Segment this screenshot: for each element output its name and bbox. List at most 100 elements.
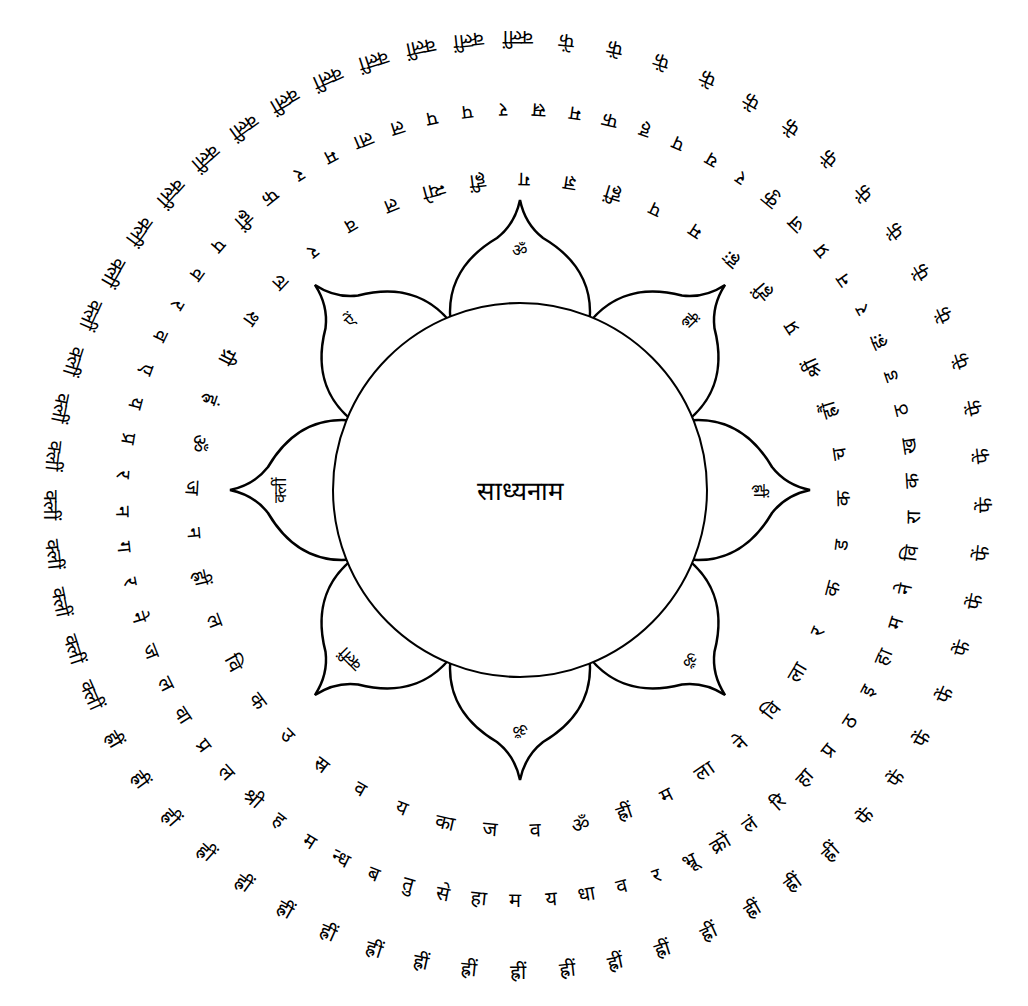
ring-syllable: ने <box>127 609 151 626</box>
ring-syllable: ठ <box>889 402 913 419</box>
ring-syllable: ह्रीं <box>100 726 127 751</box>
ring-syllable: ह्रं <box>199 390 223 408</box>
ring-syllable: हा <box>869 646 895 669</box>
ring-syllable: प <box>208 235 232 258</box>
ring-syllable: म <box>684 220 706 245</box>
ring-syllable: तु <box>400 872 417 896</box>
ring-syllable: क्लीं <box>40 490 62 520</box>
ring-syllable: क्लीं <box>503 27 533 49</box>
ring-syllable: फें <box>697 65 720 91</box>
ring-syllable: ल <box>214 760 240 785</box>
ring-syllable: फें <box>605 36 624 61</box>
ring-syllable: फें <box>962 592 987 611</box>
ring-syllable: ठ <box>836 710 861 732</box>
ring-syllable: क्लीं <box>47 391 75 425</box>
ring-syllable: क्लीं <box>310 62 346 94</box>
ring-syllable: ल <box>202 611 228 632</box>
ring-syllable: प्र <box>816 739 840 761</box>
ring-syllable: म <box>883 614 908 632</box>
ring-syllable: न्यो <box>420 177 448 204</box>
ring-syllable: न <box>830 269 854 291</box>
ring-syllable: प्र <box>809 240 833 263</box>
ring-syllable: ह्रीं <box>363 936 385 962</box>
petal-syllable: ॐ <box>512 240 528 260</box>
ring-syllable: य <box>544 887 558 910</box>
ring-syllable: ह्रः <box>718 246 744 272</box>
ring-syllable: व <box>350 777 370 802</box>
ring-syllable: इ <box>855 680 879 699</box>
petal-syllable: ह्रीं <box>750 484 770 497</box>
ring-syllable: हा <box>470 886 488 909</box>
ring-syllable: न <box>183 527 206 540</box>
ring-syllable: क्लीं <box>153 174 189 211</box>
ring-syllable: र <box>499 99 508 121</box>
ring-syllable: ह्रीं <box>231 869 257 896</box>
ring-syllable: ह्रीं <box>231 207 258 234</box>
ring-syllable: ह्रीं <box>272 896 297 923</box>
ring-syllable: व <box>185 264 209 286</box>
ring-syllable: हा <box>791 764 818 791</box>
ring-syllable: क्लीं <box>75 297 107 333</box>
ring-syllable: ज <box>783 212 809 238</box>
ring-syllable: ह्रीं <box>460 958 478 982</box>
ring-syllable: ल <box>153 673 179 695</box>
ring-syllable: र <box>303 241 323 263</box>
ring-syllable: ह्रीं <box>157 804 184 831</box>
ring-syllable: प <box>646 198 665 223</box>
petal-path <box>660 420 810 560</box>
ring-syllable: र <box>113 470 136 480</box>
ring-syllable: ह्रीं <box>189 568 214 589</box>
ring-syllable: ड <box>829 538 852 552</box>
ring-syllable: क्लीं <box>453 28 485 53</box>
ring-syllable: य <box>392 796 411 821</box>
ring-syllable: ड <box>879 367 903 385</box>
ring-syllable: ह्रीं <box>316 918 340 945</box>
center-circle: साध्यनाम <box>332 302 708 678</box>
ring-syllable: क्लीं <box>187 140 224 176</box>
ring-syllable: फें <box>932 684 958 707</box>
ring-syllable: क्लीं <box>225 109 262 144</box>
ring-syllable: क <box>819 579 844 599</box>
ring-syllable: ह्रीं <box>558 958 576 982</box>
ring-syllable: रा <box>902 510 924 524</box>
center-name: साध्यनाम <box>477 472 564 508</box>
ring-syllable: ह्रीं <box>651 936 673 962</box>
ring-syllable: वि <box>757 696 784 722</box>
ring-syllable: न <box>112 505 134 516</box>
ring-syllable: य <box>124 395 148 412</box>
ring-syllable: ॐ <box>569 812 591 837</box>
petal-path <box>570 540 775 745</box>
petal-path <box>450 630 590 780</box>
petal-syllable: ॐ <box>512 720 528 740</box>
ring-syllable: फें <box>949 350 975 371</box>
ring-syllable: ह्रीं <box>127 767 154 793</box>
ring-syllable: ख <box>896 436 920 455</box>
ring-syllable: प <box>669 132 688 157</box>
ring-syllable: ब <box>365 861 383 885</box>
ring-syllable: भ्रू <box>678 848 700 874</box>
ring-syllable: क्लीं <box>97 253 131 290</box>
ring-syllable: ह्रीं <box>613 799 635 825</box>
ring-syllable: क्लीं <box>59 632 89 667</box>
ring-syllable: ल <box>380 193 401 219</box>
ring-syllable: क्लीं <box>41 440 66 472</box>
ring-syllable: फें <box>882 767 909 792</box>
ring-syllable: ह्रीं <box>605 949 625 974</box>
ring-syllable: ला <box>782 659 811 687</box>
ring-syllable: फें <box>882 218 909 243</box>
ring-syllable: य <box>700 148 721 173</box>
ring-syllable: वि <box>898 544 922 563</box>
ring-syllable: र <box>166 296 189 314</box>
ring-syllable: ह्रः <box>865 331 891 354</box>
petal-path <box>230 420 380 560</box>
ring-syllable: ह्रीं <box>411 949 431 974</box>
ring-syllable: लं <box>738 811 762 837</box>
ring-syllable: ज <box>138 640 164 662</box>
ring-syllable: ने <box>728 731 751 755</box>
ring-syllable: फें <box>852 180 878 206</box>
ring-syllable: क्लीं <box>47 585 75 619</box>
ring-syllable: व <box>148 327 173 346</box>
ring-syllable: र <box>291 164 310 187</box>
ring-syllable: फें <box>909 727 936 751</box>
petal-path <box>450 200 590 350</box>
